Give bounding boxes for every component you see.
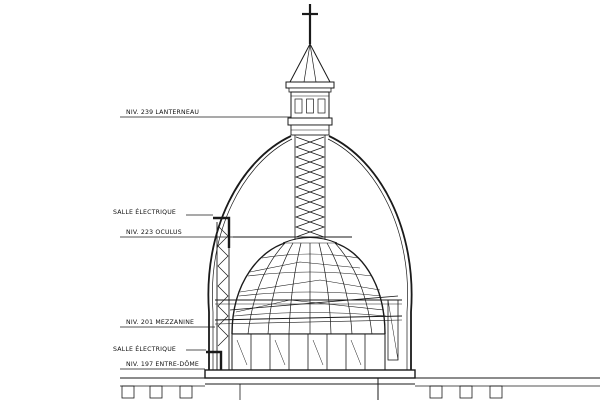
outer-dome xyxy=(207,135,413,378)
cross-icon xyxy=(302,4,318,44)
level-lines xyxy=(120,116,291,370)
label-salle-electrique-upper: SALLE ÉLECTRIQUE xyxy=(113,207,176,216)
level-label-oculus: NIV. 223 OCULUS xyxy=(126,229,182,236)
level-label-entre-dome: NIV. 197 ENTRE-DÔME xyxy=(126,359,199,368)
spiral-stair xyxy=(294,135,326,240)
drum-windows xyxy=(231,333,386,371)
lantern xyxy=(287,91,333,136)
floor-slab xyxy=(120,369,600,400)
electrical-room-upper xyxy=(213,216,231,248)
level-label-mezzanine: NIV. 201 MEZZANINE xyxy=(126,319,194,326)
oculus-ring xyxy=(233,236,352,244)
spire-roof xyxy=(285,42,335,93)
right-support xyxy=(387,299,399,361)
catwalk-beams xyxy=(214,295,403,325)
label-salle-electrique-lower: SALLE ÉLECTRIQUE xyxy=(113,344,176,353)
level-label-lanterneau: NIV. 239 LANTERNEAU xyxy=(126,109,199,116)
inner-dome xyxy=(231,242,387,335)
